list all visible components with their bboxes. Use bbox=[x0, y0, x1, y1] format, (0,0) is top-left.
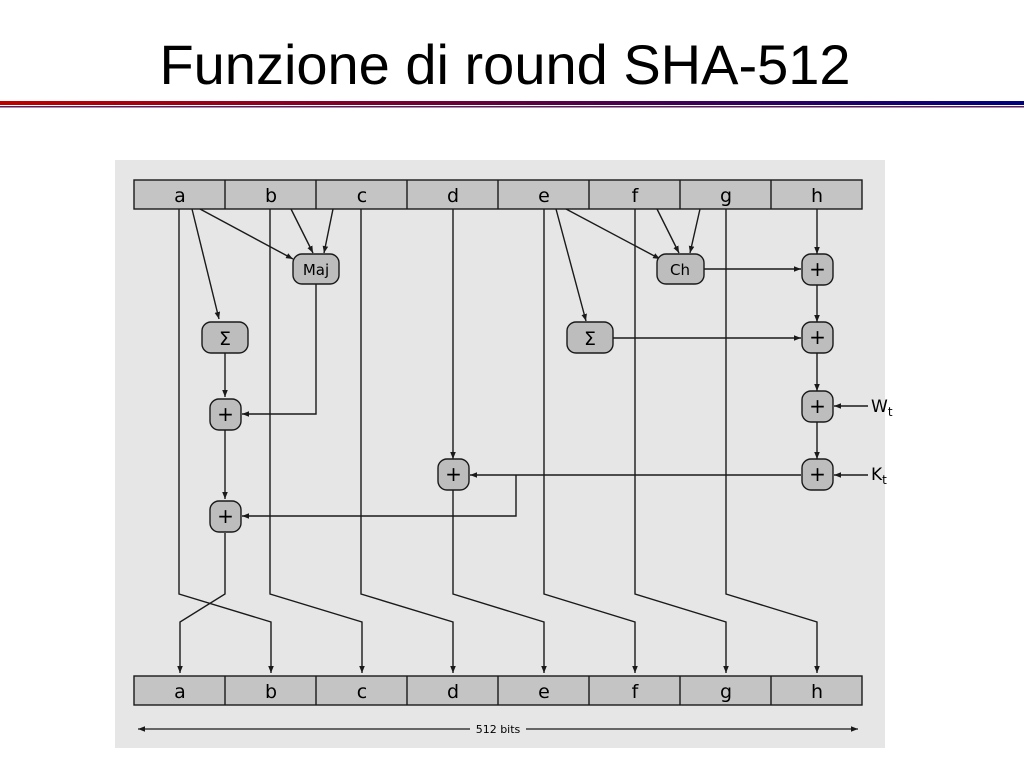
ch-node: Ch bbox=[656, 253, 705, 285]
wire-c-to-maj bbox=[322, 208, 334, 254]
sigma-e-label: Σ bbox=[584, 328, 596, 350]
title-rule bbox=[0, 101, 1024, 108]
maj-label: Maj bbox=[303, 261, 329, 279]
output-register-a: a bbox=[174, 681, 186, 703]
input-register-g: g bbox=[720, 185, 732, 207]
sigma-a-node: Σ bbox=[201, 321, 249, 354]
slide-title: Funzione di round SHA-512 bbox=[159, 33, 851, 96]
wires bbox=[177, 208, 868, 673]
output-register-f: f bbox=[632, 681, 640, 703]
adder-nodes: + + + + + + + bbox=[209, 253, 834, 533]
sigma-a-label: Σ bbox=[219, 328, 231, 350]
adder-symbol: + bbox=[809, 325, 826, 349]
wire-t1-to-a-adder bbox=[242, 475, 517, 519]
adder-symbol: + bbox=[809, 462, 826, 486]
input-register-e: e bbox=[538, 185, 550, 207]
diagram-panel bbox=[115, 160, 885, 748]
output-register-h: h bbox=[811, 681, 823, 703]
wire-c-shift bbox=[360, 209, 456, 673]
maj-node: Maj bbox=[292, 253, 340, 285]
sigma-e-node: Σ bbox=[566, 321, 614, 354]
wt-label: Wt bbox=[871, 397, 893, 419]
input-register-c: c bbox=[357, 185, 367, 207]
wire-a-to-sigma bbox=[191, 208, 221, 320]
wire-b-shift bbox=[269, 209, 365, 673]
adder-h-ch: + bbox=[801, 253, 834, 286]
adder-d: + bbox=[437, 458, 470, 491]
output-register-g: g bbox=[720, 681, 732, 703]
adder-symbol: + bbox=[217, 402, 234, 426]
wire-maj-to-adder bbox=[242, 284, 317, 417]
wire-g-shift bbox=[725, 209, 820, 673]
output-register-row: a b c d e f g h bbox=[133, 675, 863, 706]
adder-sigma-e: + bbox=[801, 321, 834, 354]
wire-new-a bbox=[177, 533, 226, 673]
input-register-d: d bbox=[447, 185, 459, 207]
wire-e-shift bbox=[543, 209, 638, 673]
adder-symbol: + bbox=[809, 257, 826, 281]
wire-e-to-ch bbox=[565, 208, 661, 260]
kt-label: Kt bbox=[871, 465, 887, 487]
input-register-a: a bbox=[174, 185, 186, 207]
output-register-b: b bbox=[265, 681, 277, 703]
wire-f-to-ch bbox=[656, 208, 680, 254]
function-nodes: Maj Ch Σ Σ bbox=[201, 253, 705, 354]
input-register-f: f bbox=[632, 185, 640, 207]
input-register-row: a b c d e f g h bbox=[133, 179, 863, 210]
output-register-e: e bbox=[538, 681, 550, 703]
adder-wt: + bbox=[801, 390, 834, 423]
ch-label: Ch bbox=[670, 261, 690, 279]
width-label: 512 bits bbox=[476, 723, 521, 736]
wire-a-to-maj bbox=[199, 208, 294, 260]
wire-g-to-ch bbox=[688, 208, 701, 254]
wire-a-shift bbox=[178, 209, 274, 673]
adder-kt: + bbox=[801, 458, 834, 491]
output-register-d: d bbox=[447, 681, 459, 703]
input-register-h: h bbox=[811, 185, 823, 207]
wire-b-to-maj bbox=[290, 208, 314, 254]
wire-adder-to-e bbox=[452, 490, 547, 673]
adder-symbol: + bbox=[809, 394, 826, 418]
adder-t1: + bbox=[209, 500, 242, 533]
wire-f-shift bbox=[634, 209, 729, 673]
adder-symbol: + bbox=[217, 504, 234, 528]
output-register-c: c bbox=[357, 681, 367, 703]
input-register-b: b bbox=[265, 185, 277, 207]
adder-symbol: + bbox=[445, 462, 462, 486]
width-dimension: 512 bits bbox=[138, 723, 858, 736]
wire-e-to-sigma bbox=[555, 208, 587, 322]
adder-maj: + bbox=[209, 398, 242, 431]
